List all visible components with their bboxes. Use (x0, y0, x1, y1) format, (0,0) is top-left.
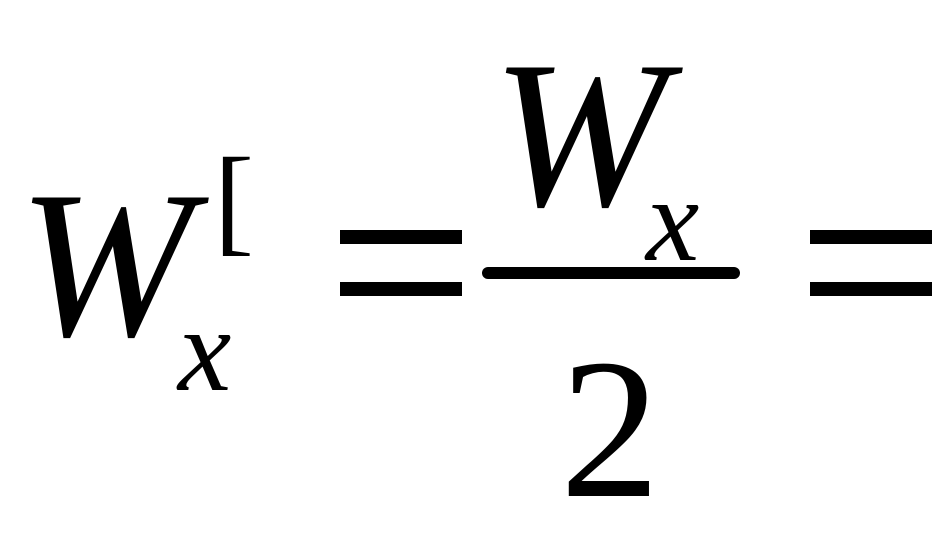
lhs-superscript: [ (214, 133, 254, 266)
equals-sign-1 (340, 230, 462, 296)
lhs-subscript: x (178, 283, 232, 416)
fraction-numerator-symbol: W (492, 19, 667, 251)
fraction-bar (482, 267, 740, 279)
lhs-symbol: W (18, 149, 193, 381)
fraction-numerator-subscript: x (646, 153, 700, 286)
fraction-denominator: 2 (560, 319, 660, 540)
equals-sign-2 (810, 230, 932, 296)
